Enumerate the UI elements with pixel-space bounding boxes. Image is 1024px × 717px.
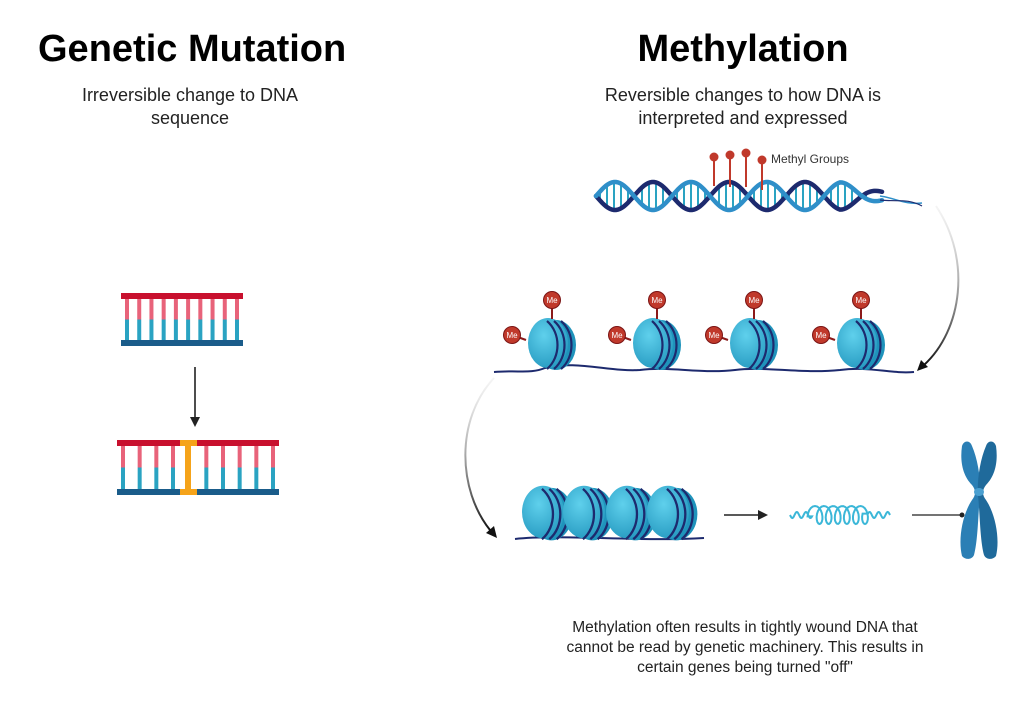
methylation-caption: Methylation often results in tightly wou… bbox=[566, 619, 924, 676]
me-label: Me bbox=[546, 296, 558, 305]
rung-bottom bbox=[237, 467, 242, 489]
me-methyl-mark: Me bbox=[745, 291, 763, 319]
histone bbox=[647, 485, 698, 541]
dna-ladder-mutated bbox=[117, 440, 279, 495]
curve-arrow-left-head bbox=[486, 526, 497, 538]
histone bbox=[563, 485, 614, 541]
histone bbox=[606, 485, 657, 541]
rung-top bbox=[137, 299, 142, 320]
rung-bottom bbox=[221, 467, 225, 489]
rung-top bbox=[137, 446, 142, 468]
me-methyl-mark: Me bbox=[648, 291, 666, 319]
rung-bottom bbox=[121, 467, 125, 489]
me-methyl-mark: Me bbox=[705, 326, 729, 344]
rung-top bbox=[221, 446, 225, 468]
left-title: Genetic Mutation bbox=[38, 28, 347, 70]
methyl-groups-label: Methyl Groups bbox=[771, 152, 849, 166]
rung-top bbox=[121, 446, 125, 468]
rung-bottom bbox=[222, 319, 227, 340]
rung-top bbox=[171, 446, 175, 468]
rung-bottom bbox=[149, 319, 154, 340]
curve-arrow-right bbox=[923, 205, 960, 366]
dna-double-helix bbox=[593, 179, 923, 213]
rung-bottom bbox=[171, 467, 175, 489]
right-subtitle: Reversible changes to how DNA is interpr… bbox=[604, 85, 882, 128]
rung-bottom bbox=[137, 467, 142, 489]
me-label: Me bbox=[708, 331, 720, 340]
right-title: Methylation bbox=[637, 28, 849, 70]
rung-top bbox=[154, 446, 159, 468]
rung-bottom bbox=[161, 319, 166, 340]
rung-top bbox=[173, 299, 178, 320]
rung-top bbox=[210, 299, 215, 320]
rung-bottom bbox=[154, 467, 159, 489]
histone bbox=[730, 318, 778, 370]
me-label: Me bbox=[651, 296, 663, 305]
histone bbox=[528, 318, 576, 370]
mutation-highlight bbox=[180, 440, 197, 495]
rung-bottom bbox=[186, 319, 191, 340]
rung-top bbox=[254, 446, 259, 468]
me-methyl-mark: Me bbox=[852, 291, 870, 319]
rung-bottom bbox=[254, 467, 259, 489]
me-label: Me bbox=[815, 331, 827, 340]
pointer-dot bbox=[959, 512, 965, 518]
methyl-groups bbox=[709, 148, 767, 190]
chromatin-strand bbox=[493, 364, 915, 374]
histone bbox=[522, 485, 573, 541]
rung-bottom bbox=[210, 319, 215, 340]
rung-top bbox=[149, 299, 154, 320]
rung-bottom bbox=[125, 319, 129, 340]
rung-top bbox=[186, 299, 191, 320]
rung-top bbox=[198, 299, 203, 320]
left-subtitle: Irreversible change to DNA sequence bbox=[81, 85, 299, 128]
me-label: Me bbox=[611, 331, 623, 340]
me-methyl-mark: Me bbox=[812, 326, 836, 344]
rung-bottom bbox=[235, 319, 239, 340]
me-label: Me bbox=[855, 296, 867, 305]
rung-bottom bbox=[271, 467, 275, 489]
rung-bottom bbox=[204, 467, 209, 489]
rung-top bbox=[125, 299, 129, 320]
histone bbox=[837, 318, 885, 370]
rung-top bbox=[235, 299, 239, 320]
me-label: Me bbox=[506, 331, 518, 340]
coiled-dna bbox=[789, 504, 891, 526]
curve-arrow-right-head bbox=[917, 360, 928, 371]
rung-top bbox=[161, 299, 166, 320]
rung-top bbox=[222, 299, 227, 320]
me-label: Me bbox=[748, 296, 760, 305]
rung-bottom bbox=[198, 319, 203, 340]
me-methyl-mark: Me bbox=[608, 326, 632, 344]
histone bbox=[633, 318, 681, 370]
chromosome bbox=[960, 441, 998, 559]
dna-ladder-normal bbox=[121, 293, 243, 346]
rung-top bbox=[204, 446, 209, 468]
rung-bottom bbox=[173, 319, 178, 340]
me-methyl-mark: Me bbox=[503, 326, 527, 344]
rung-bottom bbox=[137, 319, 142, 340]
rung-top bbox=[271, 446, 275, 468]
rung-top bbox=[237, 446, 242, 468]
me-methyl-mark: Me bbox=[543, 291, 561, 319]
curve-arrow-left bbox=[464, 377, 495, 531]
